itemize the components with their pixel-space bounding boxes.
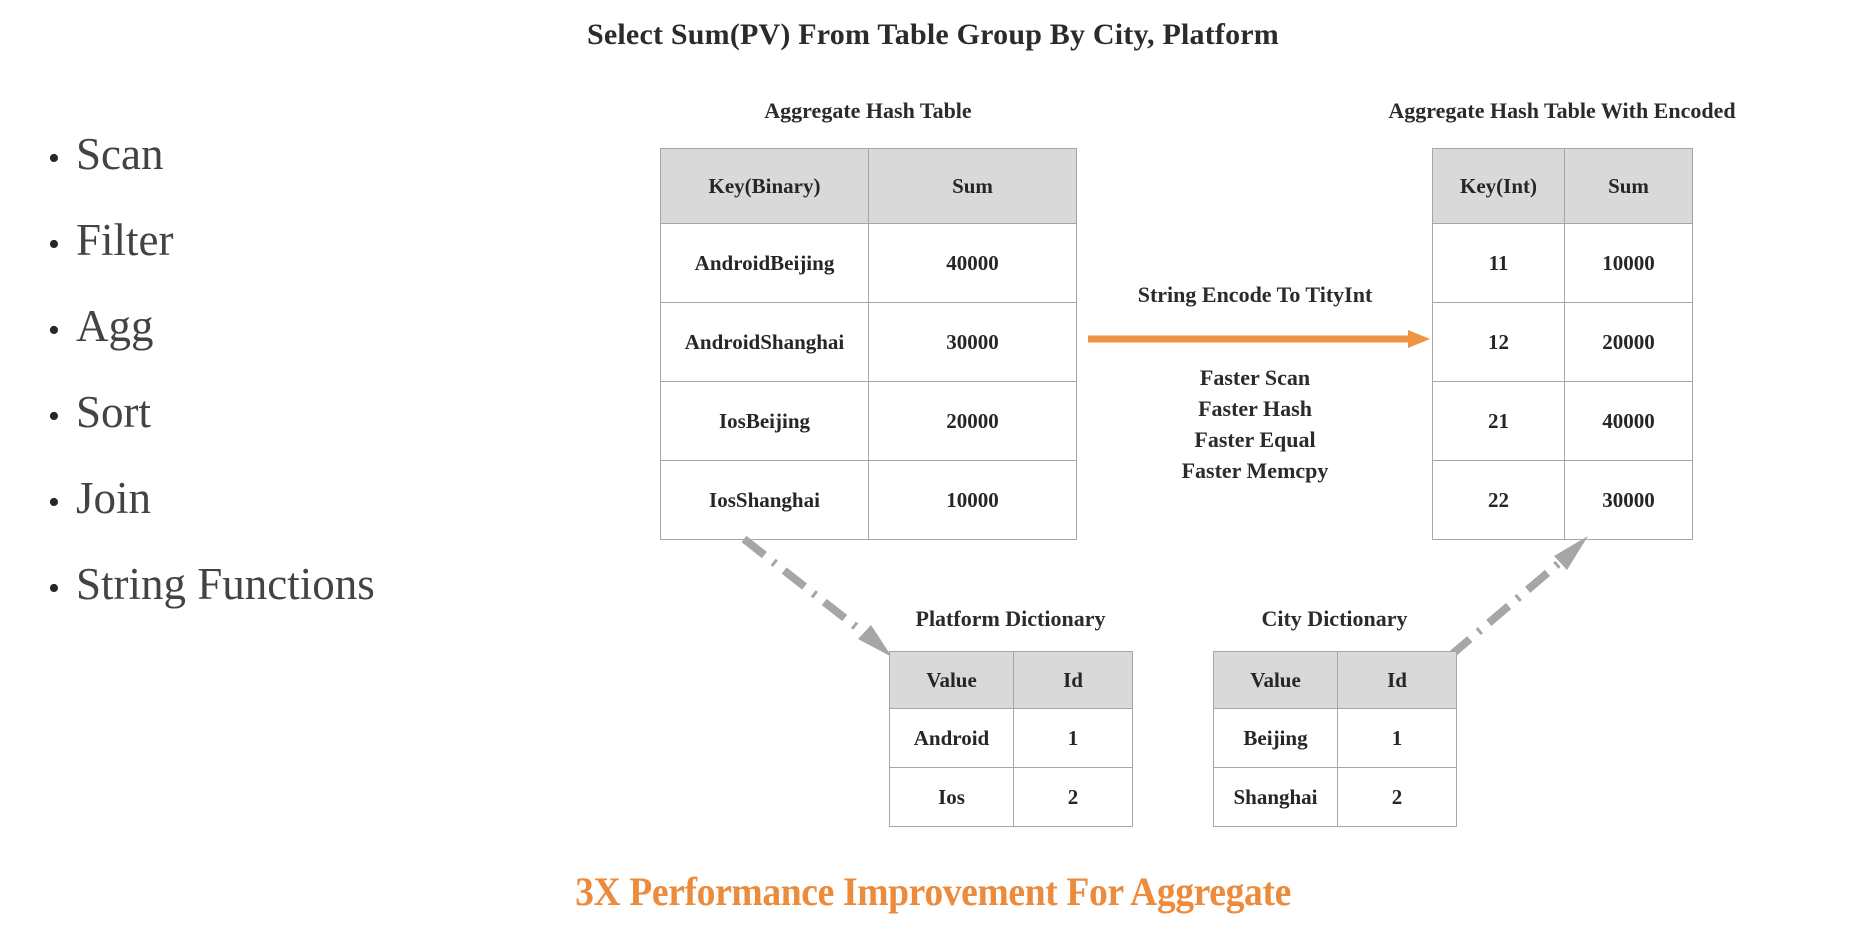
column-header-sum: Sum	[868, 148, 1077, 224]
operations-list: • Scan • Filter • Agg • Sort • Join • St…	[48, 128, 518, 644]
list-item: • String Functions	[48, 558, 518, 644]
cell-key: AndroidShanghai	[660, 302, 869, 382]
encode-arrow-icon	[1088, 330, 1430, 348]
cell-sum: 40000	[1564, 381, 1693, 461]
list-item: • Scan	[48, 128, 518, 214]
benefit-item: Faster Scan	[1199, 365, 1311, 390]
cell-key: AndroidBeijing	[660, 223, 869, 303]
operation-label: Filter	[76, 215, 174, 265]
cell-value: Android	[889, 708, 1014, 768]
benefit-item: Faster Memcpy	[1181, 458, 1329, 483]
aggregate-hash-table-encoded: Key(Int) Sum 11 10000 12 20000 21 40000 …	[1432, 148, 1693, 540]
table-row: AndroidShanghai 30000	[660, 302, 1077, 382]
aggregate-table-caption: Aggregate Hash Table	[764, 98, 972, 123]
table-row: Beijing 1	[1213, 708, 1457, 768]
cell-key: 21	[1432, 381, 1565, 461]
table-header-row: Value Id	[1213, 651, 1457, 709]
table-row: 12 20000	[1432, 302, 1693, 382]
cell-sum: 10000	[868, 460, 1077, 540]
bullet-dot-icon: •	[48, 226, 60, 263]
list-item: • Agg	[48, 300, 518, 386]
table-row: Android 1	[889, 708, 1133, 768]
bullet-dot-icon: •	[48, 312, 60, 349]
operation-label: String Functions	[76, 559, 375, 609]
benefit-list: Faster Scan Faster Hash Faster Equal Fas…	[1080, 362, 1430, 486]
cell-sum: 30000	[868, 302, 1077, 382]
cell-key: IosShanghai	[660, 460, 869, 540]
cell-key: IosBeijing	[660, 381, 869, 461]
column-header-value: Value	[1213, 651, 1338, 709]
cell-id: 2	[1013, 767, 1133, 827]
list-item: • Sort	[48, 386, 518, 472]
table-row: IosBeijing 20000	[660, 381, 1077, 461]
cell-id: 1	[1337, 708, 1457, 768]
operation-label: Sort	[76, 387, 152, 437]
cell-value: Ios	[889, 767, 1014, 827]
table-header-row: Key(Int) Sum	[1432, 148, 1693, 224]
aggregate-encoded-table-caption: Aggregate Hash Table With Encoded	[1388, 98, 1736, 123]
aggregate-hash-table: Key(Binary) Sum AndroidBeijing 40000 And…	[660, 148, 1077, 540]
cell-id: 2	[1337, 767, 1457, 827]
table-row: 21 40000	[1432, 381, 1693, 461]
table-header-row: Value Id	[889, 651, 1133, 709]
table-row: Ios 2	[889, 767, 1133, 827]
page-title: Select Sum(PV) From Table Group By City,…	[587, 18, 1279, 51]
string-encode-label: String Encode To TityInt	[1137, 282, 1373, 307]
bullet-dot-icon: •	[48, 484, 60, 521]
cell-key: 22	[1432, 460, 1565, 540]
operation-label: Agg	[76, 301, 154, 351]
cell-sum: 20000	[1564, 302, 1693, 382]
table-row: 22 30000	[1432, 460, 1693, 540]
bullet-dot-icon: •	[48, 140, 60, 177]
platform-dictionary-caption: Platform Dictionary	[915, 606, 1106, 631]
table-row: Shanghai 2	[1213, 767, 1457, 827]
cell-key: 11	[1432, 223, 1565, 303]
benefit-item: Faster Hash	[1198, 396, 1312, 421]
bullet-dot-icon: •	[48, 570, 60, 607]
column-header-sum: Sum	[1564, 148, 1693, 224]
column-header-id: Id	[1013, 651, 1133, 709]
benefit-item: Faster Equal	[1194, 427, 1316, 452]
table-row: AndroidBeijing 40000	[660, 223, 1077, 303]
table-row: IosShanghai 10000	[660, 460, 1077, 540]
city-dictionary-connector-arrow-icon	[1447, 536, 1588, 660]
cell-sum: 20000	[868, 381, 1077, 461]
city-dictionary-table: Value Id Beijing 1 Shanghai 2	[1213, 651, 1457, 827]
column-header-value: Value	[889, 651, 1014, 709]
cell-value: Beijing	[1213, 708, 1338, 768]
table-header-row: Key(Binary) Sum	[660, 148, 1077, 224]
cell-sum: 10000	[1564, 223, 1693, 303]
table-row: 11 10000	[1432, 223, 1693, 303]
cell-key: 12	[1432, 302, 1565, 382]
operation-label: Join	[76, 473, 152, 523]
cell-sum: 30000	[1564, 460, 1693, 540]
bullet-dot-icon: •	[48, 398, 60, 435]
list-item: • Join	[48, 472, 518, 558]
performance-tagline: 3X Performance Improvement For Aggregate	[575, 869, 1291, 914]
column-header-id: Id	[1337, 651, 1457, 709]
column-header-key: Key(Int)	[1432, 148, 1565, 224]
city-dictionary-caption: City Dictionary	[1261, 606, 1408, 631]
cell-id: 1	[1013, 708, 1133, 768]
platform-dictionary-table: Value Id Android 1 Ios 2	[889, 651, 1133, 827]
column-header-key: Key(Binary)	[660, 148, 869, 224]
cell-value: Shanghai	[1213, 767, 1338, 827]
cell-sum: 40000	[868, 223, 1077, 303]
operation-label: Scan	[76, 129, 164, 179]
platform-dictionary-connector-arrow-icon	[741, 535, 892, 657]
list-item: • Filter	[48, 214, 518, 300]
